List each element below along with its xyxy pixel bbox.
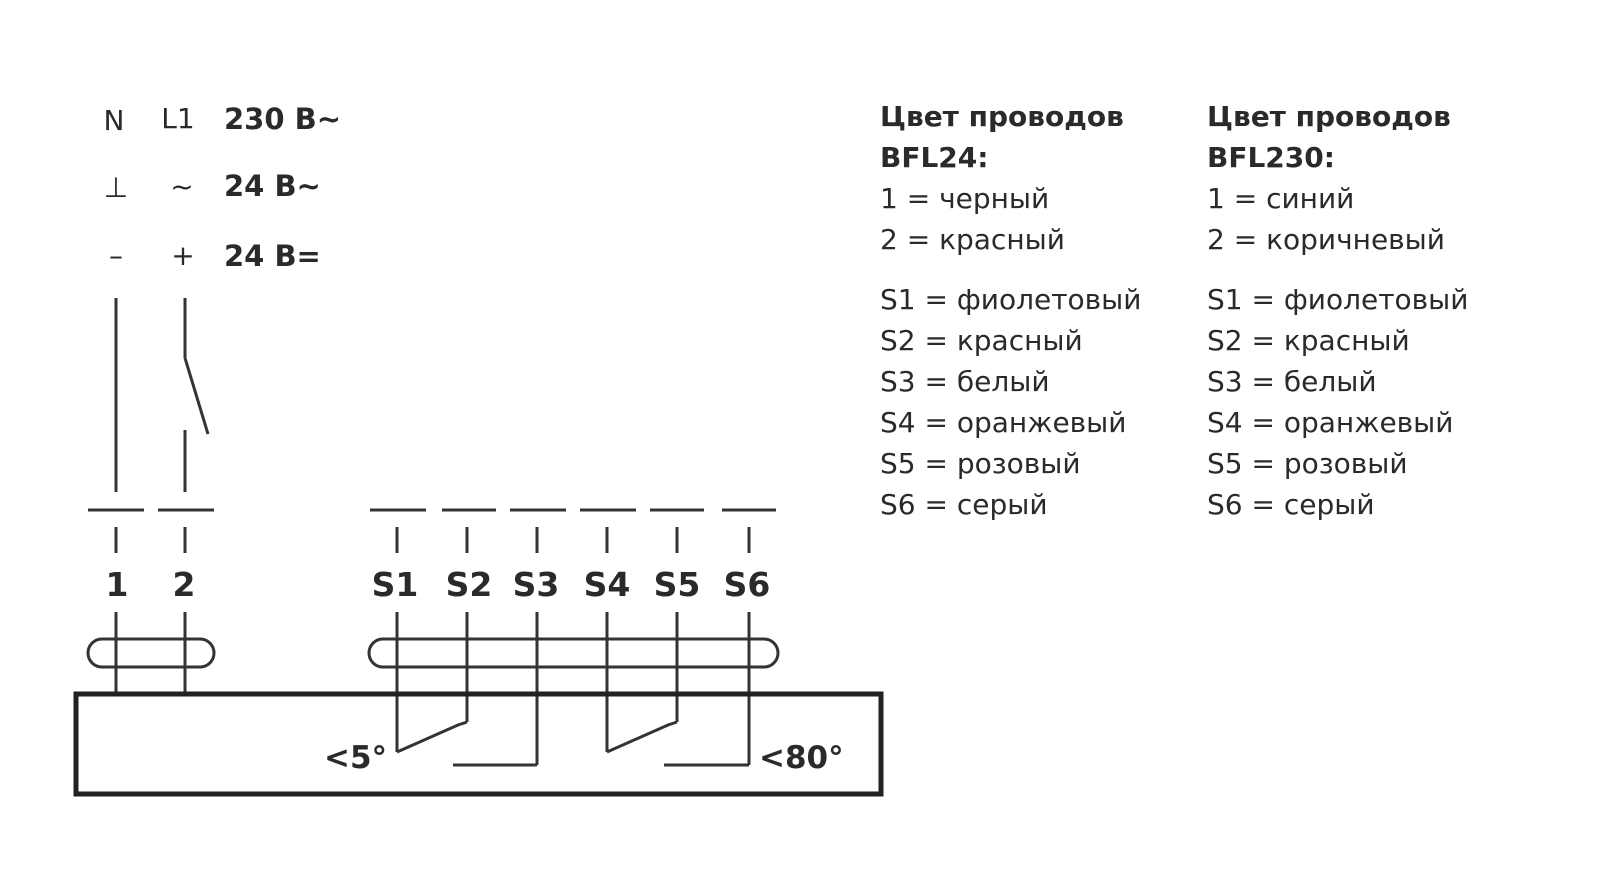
legend-bfl230-s3: S3 = белый (1207, 365, 1377, 398)
legend-bfl230-title: Цвет проводов (1207, 100, 1451, 133)
angle-label-high: <80° (759, 740, 844, 776)
legend-bfl230-s5: S5 = розовый (1207, 447, 1408, 480)
supply-right-24dc: + (171, 239, 194, 272)
legend-bfl24-s6: S6 = серый (880, 488, 1048, 521)
legend-bfl230-s6: S6 = серый (1207, 488, 1375, 521)
supply-left-24ac: ⊥ (104, 171, 128, 204)
terminal-label-s4: S4 (584, 565, 631, 604)
terminal-label-s3: S3 (513, 565, 560, 604)
legend-bfl230-model: BFL230: (1207, 141, 1335, 174)
supply-right-24ac: ~ (170, 170, 193, 203)
terminal-label-s1: S1 (372, 565, 419, 604)
supply-label-230: 230 В~ (224, 102, 341, 136)
supply-right-230: L1 (161, 102, 194, 135)
legend-bfl24-s3: S3 = белый (880, 365, 1050, 398)
legend-bfl24-wire-1: 1 = черный (880, 182, 1050, 215)
legend-bfl24-s1: S1 = фиолетовый (880, 283, 1142, 316)
legend-bfl24: Цвет проводов BFL24: 1 = черный 2 = крас… (880, 96, 1142, 525)
terminal-label-2: 2 (173, 565, 196, 604)
legend-bfl24-s5: S5 = розовый (880, 447, 1081, 480)
supply-left-230: N (104, 104, 125, 137)
actuator-housing (73, 691, 884, 797)
supply-label-24dc: 24 В= (224, 239, 321, 273)
legend-bfl230: Цвет проводов BFL230: 1 = синий 2 = кори… (1207, 96, 1469, 525)
legend-bfl230-s4: S4 = оранжевый (1207, 406, 1454, 439)
aux-switch-2-blade (606, 720, 678, 754)
supply-left-24dc: – (109, 239, 123, 272)
switch-blade (183, 357, 210, 435)
legend-bfl24-s4: S4 = оранжевый (880, 406, 1127, 439)
legend-bfl24-title: Цвет проводов (880, 100, 1124, 133)
legend-bfl230-wire-2: 2 = коричневый (1207, 223, 1445, 256)
cable-clamp-switches (367, 637, 780, 669)
supply-label-24ac: 24 В~ (224, 169, 321, 203)
legend-bfl24-s2: S2 = красный (880, 324, 1083, 357)
terminal-label-s2: S2 (446, 565, 493, 604)
angle-label-low: <5° (324, 740, 387, 776)
legend-bfl24-model: BFL24: (880, 141, 989, 174)
terminal-label-1: 1 (106, 565, 129, 604)
terminal-label-s5: S5 (654, 565, 701, 604)
legend-bfl24-wire-2: 2 = красный (880, 223, 1065, 256)
terminal-label-s6: S6 (724, 565, 771, 604)
legend-bfl230-s1: S1 = фиолетовый (1207, 283, 1469, 316)
legend-bfl230-s2: S2 = красный (1207, 324, 1410, 357)
cable-clamp-power (86, 637, 216, 669)
legend-bfl230-wire-1: 1 = синий (1207, 182, 1355, 215)
aux-switch-1-blade (396, 720, 468, 754)
